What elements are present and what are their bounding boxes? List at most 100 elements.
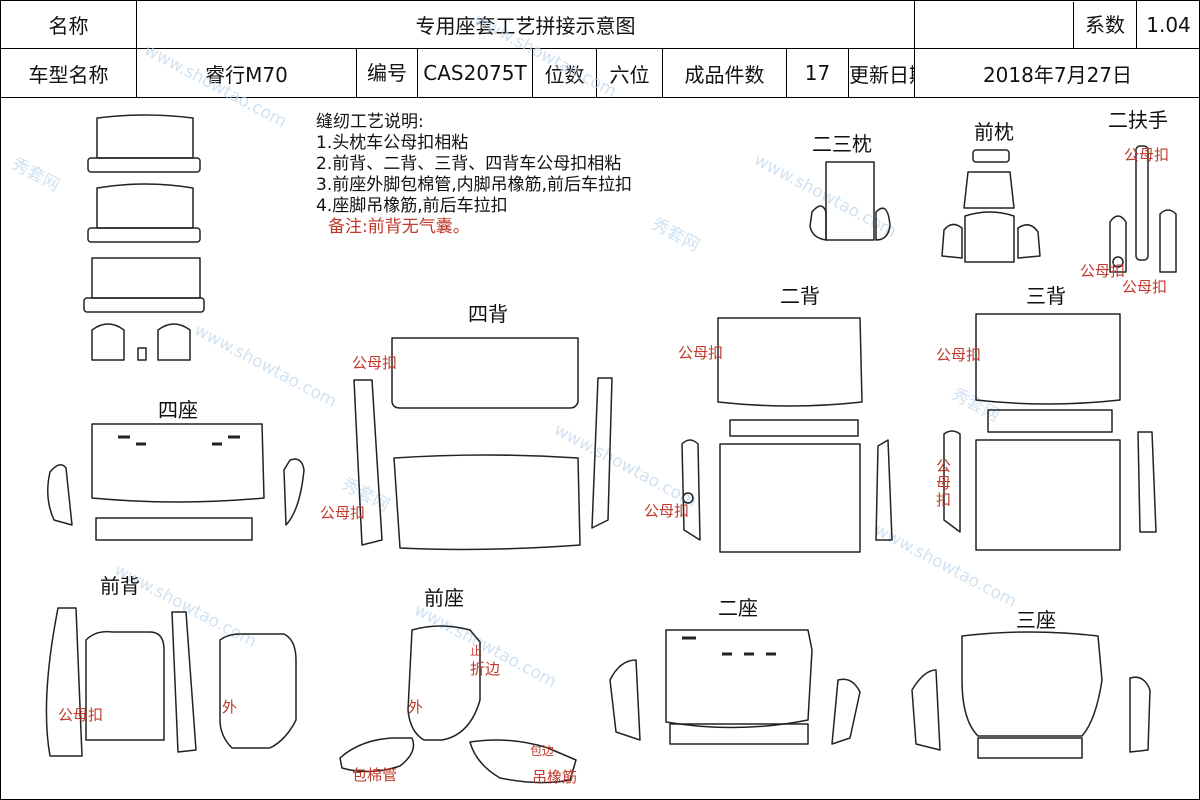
pieces-label: 成品件数 <box>662 48 787 98</box>
four-back-side-left <box>353 379 383 546</box>
note-item: 2.前背、二背、三背、四背车公母扣相粘 <box>316 154 622 174</box>
note-item: 3.前座外脚包棉管,内脚吊橡筋,前后车拉扣 <box>316 175 633 195</box>
four-seat-main <box>91 423 265 503</box>
four-back-main <box>393 454 581 551</box>
pillow23-left <box>809 205 827 241</box>
elastic-mark: 吊橡筋 <box>532 768 578 786</box>
title-block: 名称 专用座套工艺拼接示意图 系数 1.04 车型名称 睿行M70 编号 CAS… <box>0 0 1200 98</box>
four-back-side-right <box>591 377 613 529</box>
front-back-side-left <box>45 607 83 757</box>
armrest-right <box>1159 209 1177 273</box>
front-seat-main <box>407 625 481 741</box>
section-label-two-back: 二背 <box>780 284 820 308</box>
four-back-pieces <box>353 337 613 551</box>
pillow23-right <box>875 207 891 241</box>
snap-char: 公 <box>936 457 952 475</box>
snap-mark: 公母扣 <box>936 346 982 364</box>
outer-mark: 外 <box>222 698 238 716</box>
three-back-main <box>975 439 1121 551</box>
two-back-side-right <box>875 439 893 541</box>
front-pillow-right <box>1017 224 1041 259</box>
four-back-top <box>391 337 579 409</box>
thumb-seat-piece <box>91 257 201 299</box>
section-label-two-armrest: 二扶手 <box>1108 108 1168 132</box>
section-label-two-seat: 二座 <box>718 596 758 620</box>
outer-mark: 外 <box>408 698 424 716</box>
three-back-top <box>975 313 1121 405</box>
snap-mark: 公母扣 <box>320 504 366 522</box>
front-seat-pieces <box>339 625 577 784</box>
three-back-strip <box>987 409 1113 433</box>
model-label: 车型名称 <box>0 48 137 98</box>
thumb-strip-piece <box>87 157 201 173</box>
two-back-side-left <box>681 439 701 541</box>
three-seat-main <box>961 631 1103 737</box>
thumb-small-piece <box>137 347 147 361</box>
front-seat-elastic-piece <box>469 739 577 784</box>
pillow23-center <box>825 161 875 241</box>
thumb-strip-piece <box>87 227 201 243</box>
section-label-two-three-pillow: 二三枕 <box>812 132 872 156</box>
notes-heading: 缝纫工艺说明: <box>316 112 424 132</box>
snap-mark: 公母扣 <box>1122 278 1168 296</box>
two-seat-strip <box>669 723 809 745</box>
code-value: CAS2075T <box>423 61 527 85</box>
two-back-hole <box>682 492 694 504</box>
front-back-pieces <box>45 607 297 757</box>
front-seat-tube-piece <box>339 737 415 773</box>
two-back-strip <box>729 419 859 437</box>
armrest-strip <box>1135 145 1149 261</box>
section-label-three-seat: 三座 <box>1016 608 1056 632</box>
front-back-main <box>85 630 165 741</box>
front-back-side-right <box>171 611 197 753</box>
coef-label: 系数 <box>914 0 1137 49</box>
two-seat-main <box>665 629 813 729</box>
three-seat-strip <box>977 737 1083 759</box>
four-seat-side-right <box>283 458 305 526</box>
armrest-hole <box>1112 256 1124 268</box>
three-back-pieces <box>943 313 1157 551</box>
notes-remark: 备注:前背无气囊。 <box>328 217 470 237</box>
two-three-pillow-pieces <box>809 161 891 241</box>
section-label-three-back: 三背 <box>1026 284 1066 308</box>
four-seat-strip <box>95 517 253 541</box>
snap-mark: 公母扣 <box>58 706 104 724</box>
thumb-pillow-piece <box>96 114 194 159</box>
section-label-four-seat: 四座 <box>158 398 198 422</box>
snap-mark: 公母扣 <box>678 344 724 362</box>
front-back-outer <box>219 633 297 749</box>
note-item: 4.座脚吊橡筋,前后车拉扣 <box>316 196 508 216</box>
fold-mark: 折边 <box>470 660 501 678</box>
date-value: 2018年7月27日 <box>914 48 1200 98</box>
front-pillow-pieces <box>941 149 1041 263</box>
thumbnail-set <box>83 114 205 361</box>
seats-label: 位数 <box>532 48 597 98</box>
two-armrest-pieces <box>1109 145 1177 273</box>
snap-mark: 公母扣 <box>352 354 398 372</box>
section-label-front-back: 前背 <box>100 574 140 598</box>
thumb-front-piece <box>91 323 125 361</box>
stop-mark: 止 <box>470 644 483 658</box>
two-seat-side-right <box>831 678 861 745</box>
cotton-tube-mark: 包棉管 <box>352 766 398 784</box>
three-seat-side-left <box>911 669 941 751</box>
pieces-value: 17 <box>786 48 849 98</box>
snap-char: 扣 <box>936 491 952 509</box>
front-pillow-face <box>964 211 1015 263</box>
section-label-four-back: 四背 <box>468 302 508 326</box>
three-back-side-right <box>1137 431 1157 533</box>
four-seat-pieces <box>47 423 305 541</box>
thumb-back-piece <box>96 183 194 229</box>
sewing-notes: 缝纫工艺说明: 1.头枕车公母扣相粘 2.前背、二背、三背、四背车公母扣相粘 3… <box>316 112 632 238</box>
snap-mark: 公母扣 <box>644 502 690 520</box>
thumb-strip-piece <box>83 297 205 313</box>
three-seat-side-right <box>1129 676 1151 753</box>
section-label-front-pillow: 前枕 <box>974 120 1014 144</box>
snap-mark: 公母扣 <box>1080 262 1126 280</box>
section-label-front-seat: 前座 <box>424 586 464 610</box>
four-seat-side-left <box>47 464 73 526</box>
snap-char: 母 <box>936 474 952 492</box>
front-pillow-band <box>963 171 1015 209</box>
two-back-main <box>719 443 861 553</box>
